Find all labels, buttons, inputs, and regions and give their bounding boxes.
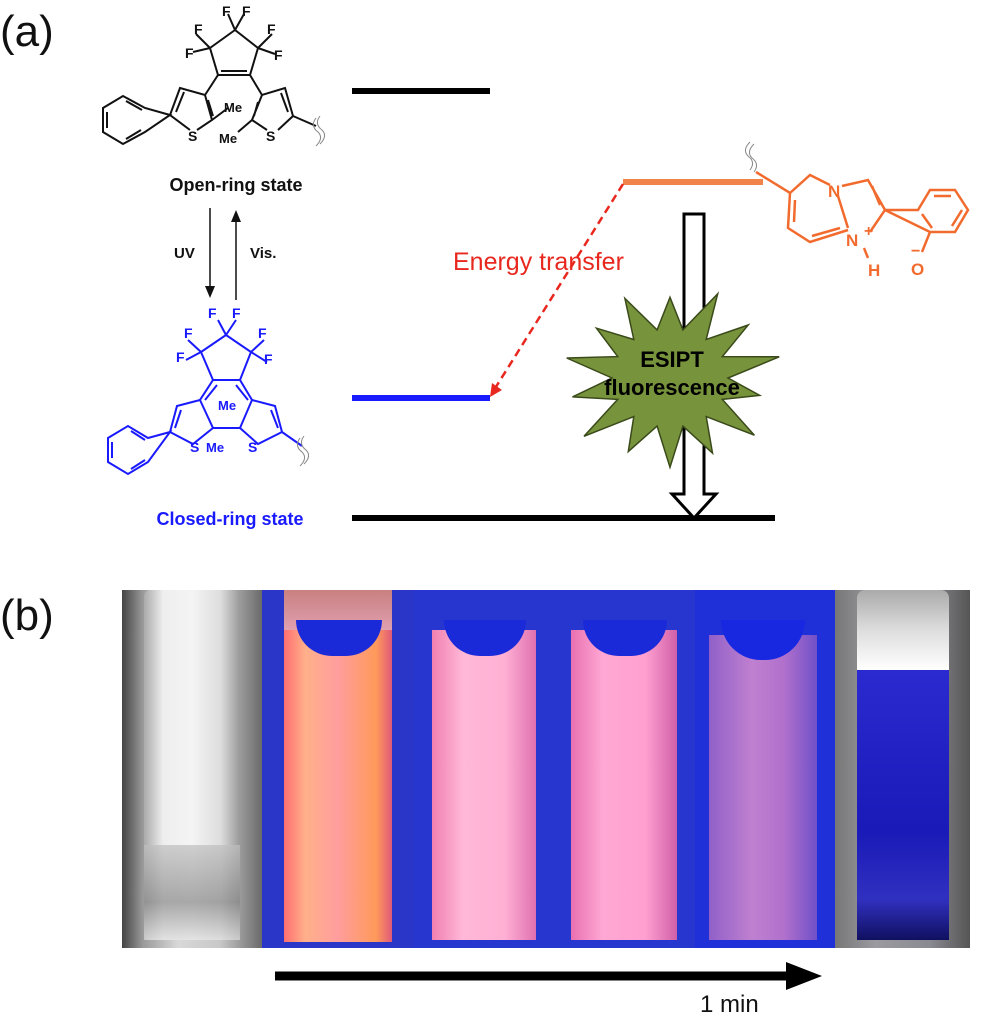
- energy-transfer-arrow: [492, 183, 625, 391]
- atom-label: F: [274, 47, 283, 63]
- closed-ring-molecule: F F F F F F Me Me S S: [107, 305, 310, 476]
- time-label: 1 min: [700, 991, 759, 1018]
- atom-label: H: [868, 261, 880, 280]
- atom-label: S: [190, 439, 199, 455]
- atom-label: S: [188, 128, 197, 144]
- acceptor-molecule: N N + H O −: [744, 141, 970, 280]
- panel-label-a: (a): [0, 7, 54, 56]
- atom-label: F: [258, 325, 267, 341]
- photo-cuvette-ambient: [122, 590, 262, 948]
- atom-label: Me: [219, 131, 237, 146]
- burst-label-line-1: ESIPT: [640, 347, 704, 372]
- time-arrowhead: [786, 962, 822, 990]
- atom-label: F: [232, 305, 241, 321]
- uv-label: UV: [174, 245, 195, 262]
- photo-cuvette-fluorescent-1: [262, 590, 414, 948]
- atom-label: S: [248, 439, 257, 455]
- atom-label: F: [176, 349, 185, 365]
- atom-label: F: [222, 3, 231, 19]
- photoswitch-arrows: UV Vis.: [174, 208, 276, 300]
- atom-label: Me: [218, 398, 236, 413]
- atom-label: F: [194, 21, 203, 37]
- atom-label: F: [208, 305, 217, 321]
- panel-label-b: (b): [0, 591, 54, 640]
- energy-transfer-arrowhead: [490, 383, 502, 397]
- atom-label: N: [828, 182, 840, 201]
- atom-label: O: [911, 260, 924, 279]
- atom-label: Me: [206, 440, 224, 455]
- atom-label: F: [242, 3, 251, 19]
- fluorescence-starburst: [566, 291, 780, 470]
- atom-label: −: [911, 243, 920, 260]
- energy-transfer-label: Energy transfer: [453, 248, 624, 276]
- burst-label-line-2: fluorescence: [604, 375, 740, 400]
- photo-cuvette-fluorescent-3: [555, 590, 695, 948]
- atom-label: S: [266, 128, 275, 144]
- atom-label: Me: [224, 100, 242, 115]
- atom-label: F: [185, 45, 194, 61]
- photo-cuvette-uv-off: [835, 590, 970, 948]
- vis-label: Vis.: [250, 245, 276, 262]
- atom-label: N: [846, 231, 858, 250]
- atom-label: +: [864, 223, 873, 240]
- open-ring-caption: Open-ring state: [169, 175, 302, 195]
- closed-ring-caption: Closed-ring state: [156, 509, 303, 529]
- photo-cuvette-fluorescent-2: [414, 590, 555, 948]
- atom-label: F: [184, 325, 193, 341]
- atom-label: F: [264, 351, 273, 367]
- open-ring-molecule: F F F F F F Me Me S S: [102, 3, 326, 147]
- atom-label: F: [267, 21, 276, 37]
- photo-cuvette-fluorescent-4: [695, 590, 835, 948]
